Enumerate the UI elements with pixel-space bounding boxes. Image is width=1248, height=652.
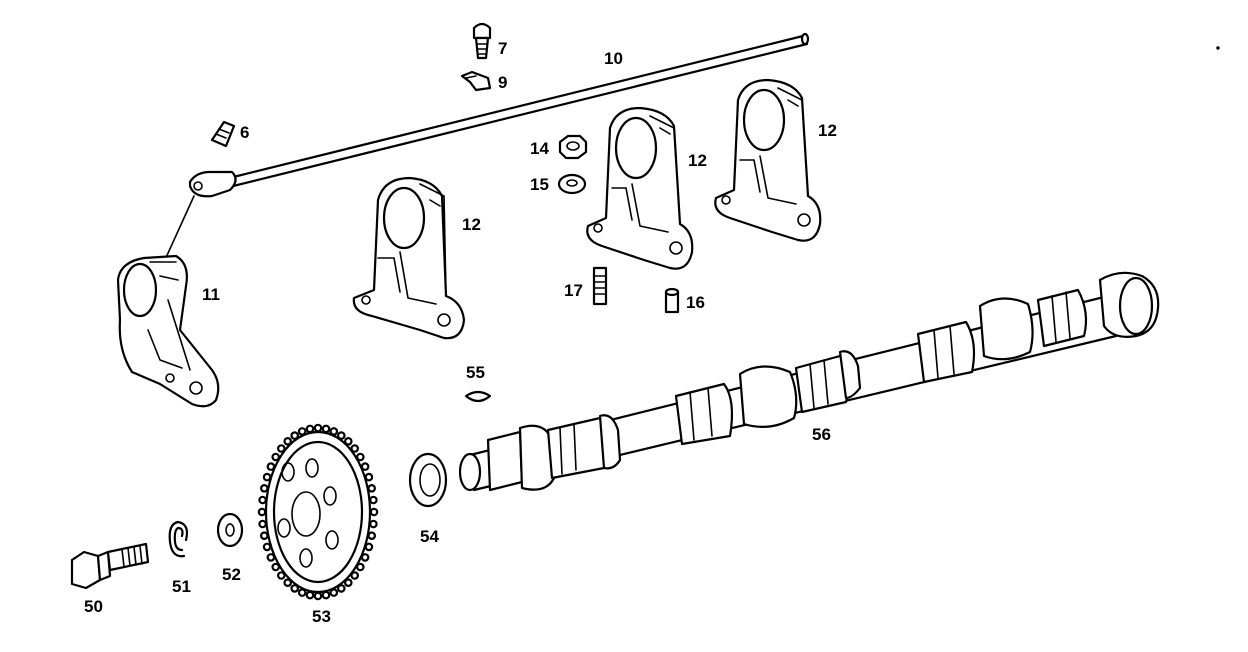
sprocket-tooth: [290, 431, 300, 440]
label-part-9: 9: [498, 73, 508, 92]
label-part-6: 6: [240, 123, 250, 142]
label-part-12-left: 12: [462, 215, 481, 234]
sprocket-tooth: [355, 562, 365, 572]
sprocket-tooth: [321, 590, 331, 600]
sprocket-tooth: [259, 483, 269, 493]
sprocket-tooth: [367, 531, 377, 541]
bolt-part-50: [70, 542, 150, 590]
label-part-11: 11: [202, 285, 220, 304]
label-part-7: 7: [498, 39, 508, 58]
sprocket-tooth: [367, 483, 377, 493]
label-part-56: 56: [812, 425, 831, 444]
sprocket-tooth: [276, 444, 286, 453]
label-part-50: 50: [84, 597, 103, 616]
sprocket-tooth: [283, 436, 293, 446]
label-part-15: 15: [530, 175, 549, 194]
dowel-part-16: [664, 287, 680, 314]
sprocket-tooth: [343, 436, 353, 446]
stud-part-17: [592, 266, 608, 306]
bracket-part-12-right: [714, 78, 822, 242]
sprocket-tooth: [271, 562, 281, 572]
key-part-55: [464, 390, 492, 403]
camshaft-part-56: [458, 271, 1160, 492]
sprocket-tooth: [336, 584, 346, 593]
washer-part-52: [216, 512, 244, 548]
clip-part-9: [460, 70, 492, 92]
bracket-part-12-center: [586, 106, 694, 270]
sprocket-tooth: [259, 531, 269, 541]
label-part-51: 51: [172, 577, 191, 596]
sprocket-tooth: [343, 578, 353, 588]
label-part-17: 17: [564, 281, 583, 300]
sprocket-tooth: [305, 424, 315, 434]
sprocket-tooth: [321, 424, 331, 434]
sprocket-tooth: [369, 495, 378, 505]
nut-part-14: [558, 134, 588, 160]
bolt-part-7: [472, 22, 492, 60]
label-part-54: 54: [420, 527, 439, 546]
sprocket-part-53: [257, 423, 379, 601]
lockwasher-part-51: [168, 520, 189, 558]
label-part-16: 16: [686, 293, 705, 312]
sprocket-tooth: [283, 578, 293, 588]
sprocket-tooth: [313, 423, 323, 433]
label-part-10: 10: [604, 49, 623, 68]
sprocket-tooth: [336, 431, 346, 440]
sprocket-tooth: [350, 444, 360, 453]
sprocket-tooth: [258, 519, 267, 529]
sprocket-tooth: [290, 584, 300, 593]
sprocket-tooth: [369, 519, 378, 529]
sprocket-tooth: [276, 571, 286, 580]
ring-part-54: [408, 452, 448, 508]
bracket-part-11: [116, 195, 220, 408]
sprocket-tooth: [355, 452, 365, 462]
stray-dot: [1216, 46, 1220, 50]
label-part-53: 53: [312, 607, 331, 626]
label-part-14: 14: [530, 139, 549, 158]
sprocket-tooth: [313, 591, 323, 601]
sprocket-tooth: [258, 495, 267, 505]
bolt-part-6: [210, 120, 236, 148]
label-part-52: 52: [222, 565, 241, 584]
label-part-55: 55: [466, 363, 485, 382]
sprocket-tooth: [305, 590, 315, 600]
sprocket-tooth: [257, 507, 267, 517]
bracket-part-12-left: [352, 176, 466, 340]
rod-part-10: [188, 32, 810, 198]
sprocket-tooth: [369, 507, 379, 517]
washer-part-15: [557, 173, 587, 195]
sprocket-tooth: [271, 452, 281, 462]
sprocket-tooth: [350, 571, 360, 580]
label-part-12-center: 12: [688, 151, 707, 170]
label-part-12-right: 12: [818, 121, 837, 140]
